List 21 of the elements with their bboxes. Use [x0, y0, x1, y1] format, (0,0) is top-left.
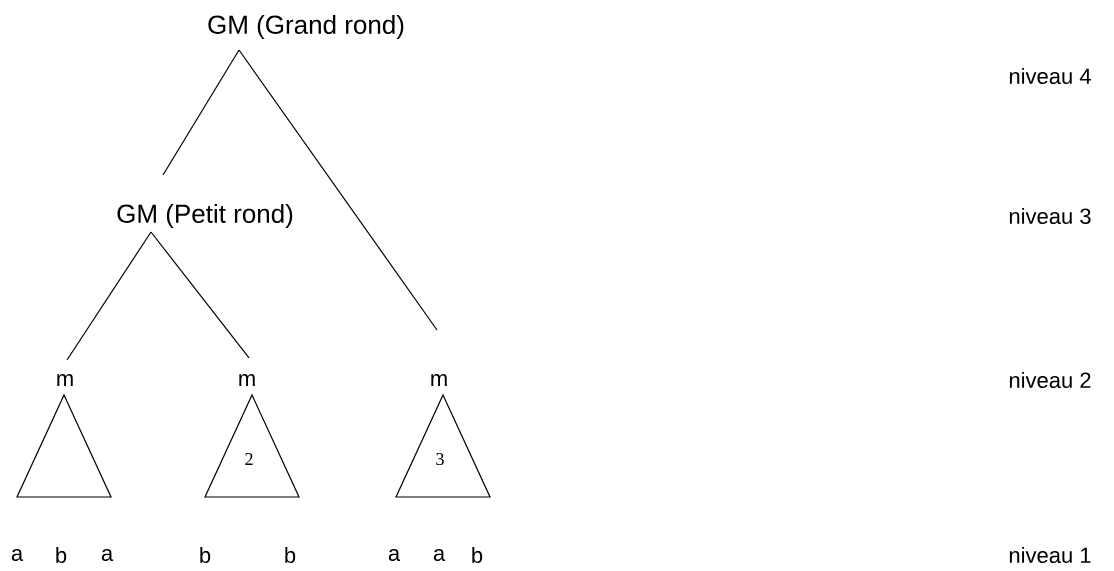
level-label: niveau 4: [1009, 67, 1091, 85]
level-label: niveau 3: [1009, 207, 1091, 225]
node-label: GM (Grand rond): [208, 14, 404, 40]
level-label: b: [200, 546, 211, 564]
level-label: a: [101, 548, 114, 561]
level-label: niveau 1: [1009, 546, 1091, 564]
tree-branch: [238, 49, 438, 331]
level-label: b: [285, 546, 296, 564]
tree-branch: [66, 231, 152, 361]
level-label: a: [433, 548, 446, 561]
level-label: a: [11, 548, 24, 561]
level-label: b: [472, 546, 483, 564]
level-label: a: [388, 548, 401, 561]
tree-branch: [150, 231, 250, 359]
tree-branch: [162, 49, 240, 176]
level-label: b: [56, 546, 67, 564]
level-label: niveau 2: [1009, 371, 1091, 389]
node-label: m: [239, 374, 255, 386]
node-label: m: [431, 374, 447, 386]
node-label: m: [57, 374, 73, 386]
node-label: GM (Petit rond): [117, 203, 293, 229]
